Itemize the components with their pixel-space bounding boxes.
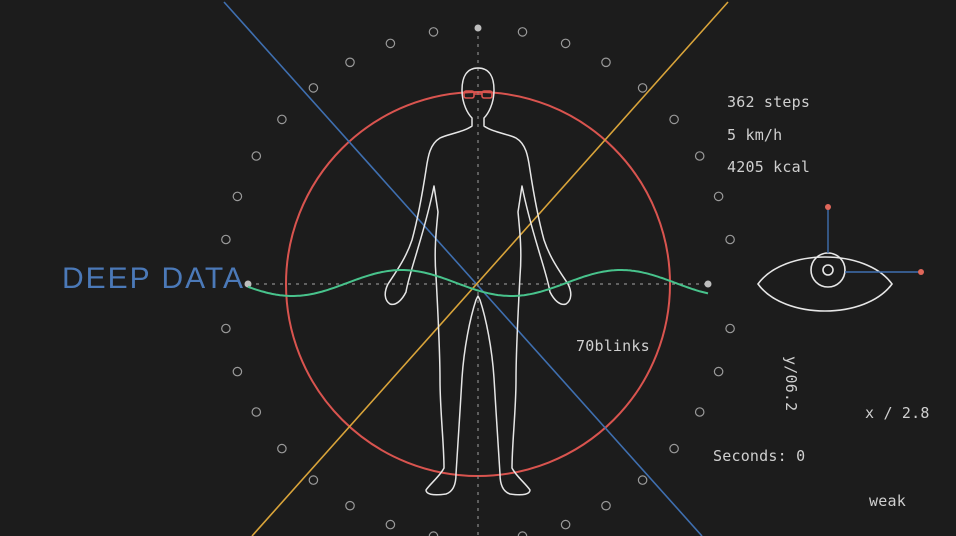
ring-dot — [713, 191, 724, 202]
ring-dot — [251, 151, 262, 161]
seconds-readout: Seconds: 0 — [713, 447, 806, 465]
ring-dot — [308, 83, 319, 93]
ring-dot — [221, 323, 231, 334]
ring-dot — [517, 27, 528, 37]
ring-dot — [232, 191, 243, 202]
yellow-diagonal-line — [251, 1, 729, 536]
ring-dot — [725, 234, 735, 245]
axis-endpoint-left — [244, 280, 252, 288]
ring-dot — [428, 27, 439, 37]
signal-strength-readout: weak — [869, 492, 906, 510]
eye-icon — [757, 252, 893, 312]
brand-title: DEEP DATA — [62, 262, 246, 295]
blinks-readout: 70blinks — [576, 337, 650, 355]
ring-dot — [637, 83, 648, 93]
blue-diagonal-line — [223, 1, 703, 536]
speed-readout: 5 km/h — [727, 126, 783, 144]
ring-dot — [669, 114, 679, 125]
ring-dot — [428, 531, 439, 536]
ring-dot — [560, 519, 571, 530]
ring-dot — [725, 323, 735, 334]
ring-dot — [385, 38, 396, 49]
ring-dot — [277, 443, 287, 454]
human-body-outline-icon — [384, 67, 572, 496]
ring-dot — [560, 38, 571, 49]
eye-pointer-top-dot — [825, 204, 831, 210]
x-coordinate-readout: x / 2.8 — [865, 404, 930, 422]
ring-dot — [232, 366, 243, 377]
ring-dot — [308, 475, 319, 485]
ring-dot — [385, 519, 396, 530]
glasses-icon — [463, 90, 493, 99]
y-coordinate-readout: y/06.2 — [782, 356, 800, 412]
ring-dot — [637, 475, 648, 485]
ring-dot — [251, 407, 262, 417]
ring-dot — [601, 57, 611, 68]
ring-dot — [517, 531, 528, 536]
ring-dot — [601, 500, 611, 511]
ring-dot — [221, 234, 231, 245]
ring-dot — [694, 151, 705, 161]
eye-pointer-right-dot — [918, 269, 924, 275]
ring-dot — [713, 366, 724, 377]
green-wave — [247, 269, 709, 297]
calories-readout: 4205 kcal — [727, 158, 811, 176]
ring-dot — [669, 443, 679, 454]
steps-readout: 362 steps — [727, 93, 811, 111]
axis-endpoint-right — [704, 280, 712, 288]
ring-dot — [277, 114, 287, 125]
ring-dot — [694, 407, 705, 417]
ring-dot — [345, 500, 355, 511]
ring-dot — [345, 57, 355, 68]
dotted-ring — [221, 27, 735, 536]
axis-endpoint-top — [474, 24, 482, 32]
